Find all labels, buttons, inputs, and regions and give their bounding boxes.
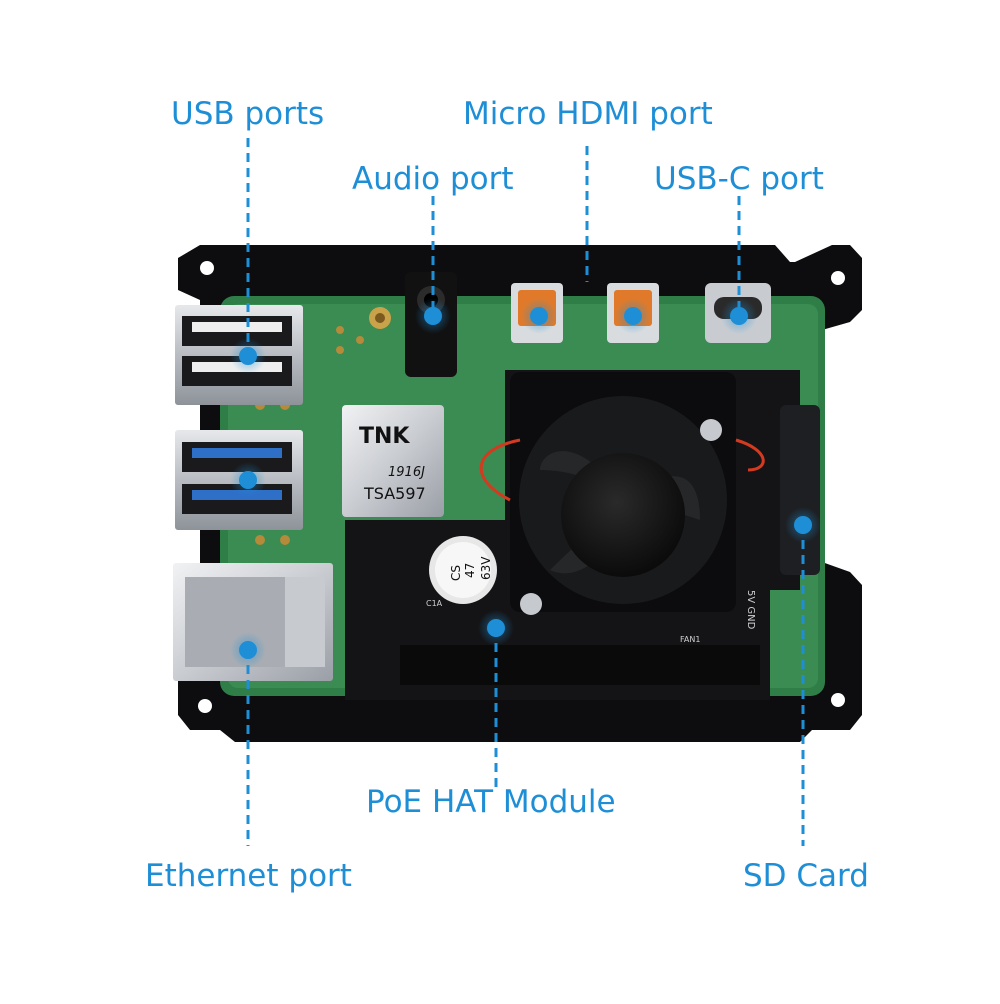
poe-transformer: TNK 1916J TSA597	[342, 405, 444, 517]
usb-lower-dot	[239, 471, 257, 489]
audio-port-label: Audio port	[352, 161, 514, 197]
micro-hdmi-port-label: Micro HDMI port	[463, 96, 713, 132]
usbc-port-label: USB-C port	[654, 161, 824, 197]
case-mount-hole	[200, 261, 214, 275]
audio-dot	[424, 307, 442, 325]
capacitor-voltage: 63V	[479, 556, 493, 580]
capacitor-value: 47	[463, 563, 477, 578]
callout-dots	[230, 298, 821, 668]
poe-hat-dot	[487, 619, 505, 637]
poe-hat-board: CS 47 63V C1A FAN1 5V GND	[345, 370, 800, 700]
callout-lines	[246, 138, 805, 846]
capacitor-series: CS	[449, 565, 463, 581]
case-mount-hole	[831, 693, 845, 707]
transformer-model: TSA597	[363, 484, 426, 503]
hdmi-0-dot	[624, 307, 642, 325]
fan-power-label: 5V GND	[745, 590, 756, 630]
hdmi-1-dot	[530, 307, 548, 325]
gpio-header	[400, 645, 760, 685]
capacitor-ref: C1A	[426, 599, 443, 608]
fan-header-label: FAN1	[680, 635, 700, 644]
sd-card-slot	[780, 405, 820, 575]
case-mount-hole	[831, 271, 845, 285]
sd-card-label: SD Card	[743, 858, 869, 894]
sd-card-dot	[794, 516, 812, 534]
fan-screw	[520, 593, 542, 615]
case-mount-hole	[198, 699, 212, 713]
capacitor: CS 47 63V	[429, 536, 497, 604]
fan-hub	[561, 453, 685, 577]
transformer-code: 1916J	[388, 465, 425, 480]
cooling-fan	[510, 372, 736, 615]
usb-upper-dot	[239, 347, 257, 365]
ethernet-dot	[239, 641, 257, 659]
transformer-brand: TNK	[359, 424, 410, 449]
fan-screw	[700, 419, 722, 441]
usbc-dot	[730, 307, 748, 325]
ethernet-port-label: Ethernet port	[145, 858, 352, 894]
usb-ports-label: USB ports	[171, 96, 325, 132]
poe-hat-module-label: PoE HAT Module	[366, 784, 616, 820]
